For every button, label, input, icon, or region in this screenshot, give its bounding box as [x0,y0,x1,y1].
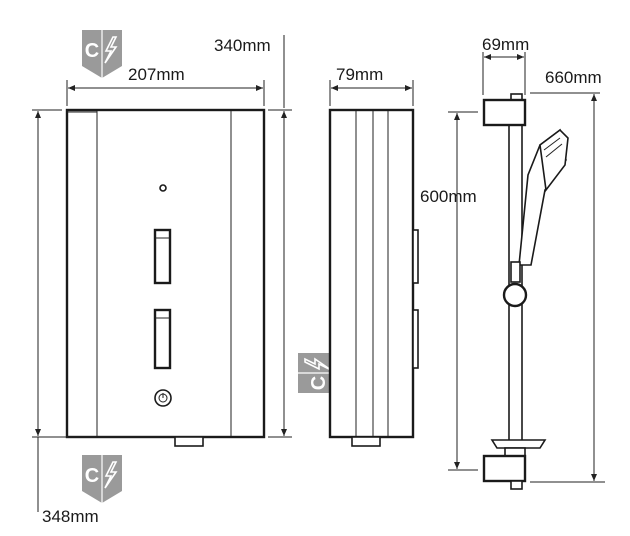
power-control [153,308,172,370]
top-bracket [482,98,527,127]
side-depth-label: 79mm [336,65,383,84]
riser-rail-view: 69mm 660mm 600mm [420,35,605,490]
total-height-label: 348mm [42,507,99,526]
soap-dish [490,439,547,449]
slider-knob [502,282,528,308]
indicator-light-icon [159,184,167,192]
front-dimensions: 207mm 340mm 348mm [32,35,292,526]
front-width-label: 207mm [128,65,185,84]
rail-fixing-height-label: 600mm [420,187,477,206]
front-view [65,108,266,447]
bottom-bracket [482,454,527,483]
temperature-control [153,228,172,285]
front-height-label: 340mm [214,36,271,55]
cable-entry-top-icon [81,29,123,79]
side-housing [328,108,415,439]
cable-entry-bottom-icon [81,454,123,504]
rail-total-height-label: 660mm [545,68,602,87]
bottom-connector [174,436,204,447]
side-view: 79mm [328,65,419,447]
rail-depth-label: 69mm [482,35,529,54]
